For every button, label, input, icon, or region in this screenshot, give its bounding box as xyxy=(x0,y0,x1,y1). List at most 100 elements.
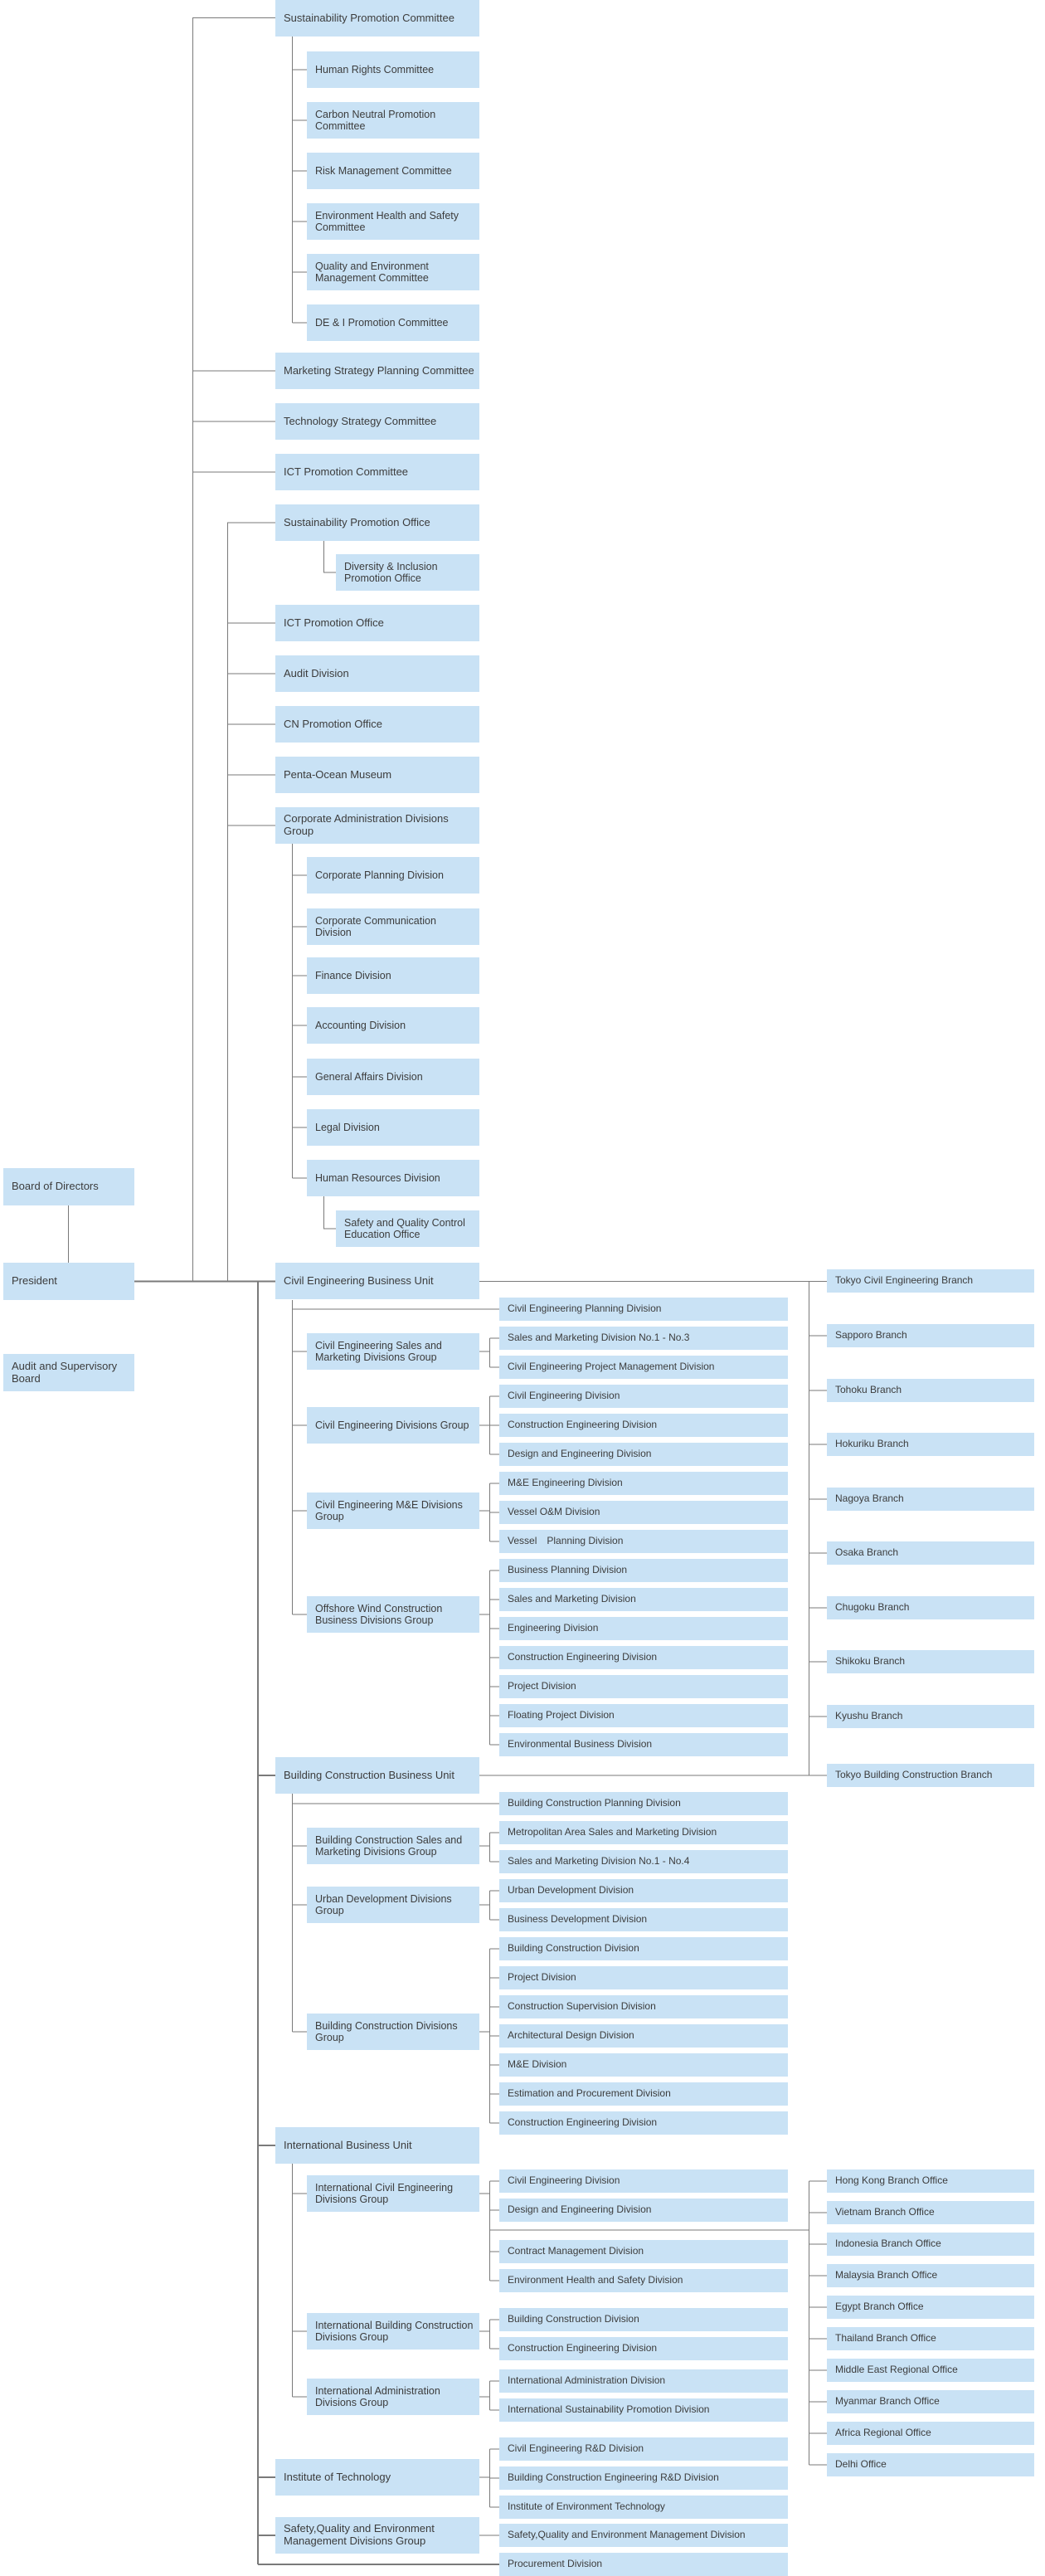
node-urban-development-division: Urban Development Division xyxy=(499,1879,788,1902)
node-contract-management-division: Contract Management Division xyxy=(499,2240,788,2263)
node-civil-engineering-division: Civil Engineering Division xyxy=(499,1385,788,1408)
node-vietnam-branch-office: Vietnam Branch Office xyxy=(827,2201,1034,2224)
node-floating-project-division: Floating Project Division xyxy=(499,1704,788,1727)
node-shikoku-branch: Shikoku Branch xyxy=(827,1650,1034,1673)
node-environment-health-and-safety-division: Environment Health and Safety Division xyxy=(499,2269,788,2292)
node-audit-and-supervisory-board: Audit and Supervisory Board xyxy=(3,1354,134,1391)
node-corporate-administration-divisions-group: Corporate Administration Divisions Group xyxy=(275,807,479,844)
node-nagoya-branch: Nagoya Branch xyxy=(827,1488,1034,1511)
node-international-administration-divisions-group: International Administration Divisions G… xyxy=(307,2379,479,2415)
node-safety-quality-and-environment-management-divisions-group: Safety,Quality and Environment Managemen… xyxy=(275,2517,479,2554)
node-procurement-division: Procurement Division xyxy=(499,2553,788,2576)
node-civil-engineering-division-intl: Civil Engineering Division xyxy=(499,2169,788,2193)
node-sales-and-marketing-division-no1-no3: Sales and Marketing Division No.1 - No.3 xyxy=(499,1327,788,1350)
node-sales-and-marketing-division-offshore: Sales and Marketing Division xyxy=(499,1588,788,1611)
node-corporate-communication-division: Corporate Communication Division xyxy=(307,908,479,945)
node-tohoku-branch: Tohoku Branch xyxy=(827,1379,1034,1402)
node-me-division: M&E Division xyxy=(499,2053,788,2077)
node-building-construction-planning-division: Building Construction Planning Division xyxy=(499,1792,788,1815)
node-design-and-engineering-division-civil: Design and Engineering Division xyxy=(499,1443,788,1466)
node-construction-supervision-division: Construction Supervision Division xyxy=(499,1995,788,2018)
node-construction-engineering-division-offshore: Construction Engineering Division xyxy=(499,1646,788,1669)
node-civil-engineering-sales-and-marketing-divisions-group: Civil Engineering Sales and Marketing Di… xyxy=(307,1333,479,1370)
node-kyushu-branch: Kyushu Branch xyxy=(827,1705,1034,1728)
node-me-engineering-division: M&E Engineering Division xyxy=(499,1472,788,1495)
node-board-of-directors: Board of Directors xyxy=(3,1168,134,1205)
node-risk-management-committee: Risk Management Committee xyxy=(307,153,479,189)
node-egypt-branch-office: Egypt Branch Office xyxy=(827,2296,1034,2319)
node-environment-health-and-safety-committee: Environment Health and Safety Committee xyxy=(307,203,479,240)
node-finance-division: Finance Division xyxy=(307,957,479,994)
node-human-resources-division: Human Resources Division xyxy=(307,1160,479,1196)
node-human-rights-committee: Human Rights Committee xyxy=(307,51,479,88)
node-legal-division: Legal Division xyxy=(307,1109,479,1146)
node-middle-east-regional-office: Middle East Regional Office xyxy=(827,2359,1034,2382)
node-ict-promotion-committee: ICT Promotion Committee xyxy=(275,454,479,490)
node-metropolitan-area-sales-and-marketing-division: Metropolitan Area Sales and Marketing Di… xyxy=(499,1821,788,1844)
node-vessel-om-division: Vessel O&M Division xyxy=(499,1501,788,1524)
node-de-i-promotion-committee: DE & I Promotion Committee xyxy=(307,304,479,341)
node-indonesia-branch-office: Indonesia Branch Office xyxy=(827,2233,1034,2256)
node-tokyo-building-construction-branch: Tokyo Building Construction Branch xyxy=(827,1764,1034,1787)
node-thailand-branch-office: Thailand Branch Office xyxy=(827,2327,1034,2350)
node-diversity-inclusion-promotion-office: Diversity & Inclusion Promotion Office xyxy=(336,554,479,591)
node-marketing-strategy-planning-committee: Marketing Strategy Planning Committee xyxy=(275,353,479,389)
node-building-construction-sales-and-marketing-divisions-group: Building Construction Sales and Marketin… xyxy=(307,1828,479,1864)
node-sustainability-promotion-office: Sustainability Promotion Office xyxy=(275,504,479,541)
node-cn-promotion-office: CN Promotion Office xyxy=(275,706,479,743)
node-building-construction-engineering-rd-division: Building Construction Engineering R&D Di… xyxy=(499,2466,788,2490)
node-technology-strategy-committee: Technology Strategy Committee xyxy=(275,403,479,440)
node-osaka-branch: Osaka Branch xyxy=(827,1541,1034,1565)
node-environmental-business-division: Environmental Business Division xyxy=(499,1733,788,1756)
node-business-development-division: Business Development Division xyxy=(499,1908,788,1931)
node-accounting-division: Accounting Division xyxy=(307,1007,479,1044)
node-civil-engineering-divisions-group: Civil Engineering Divisions Group xyxy=(307,1407,479,1444)
node-president: President xyxy=(3,1263,134,1300)
node-construction-engineering-division-building: Construction Engineering Division xyxy=(499,2111,788,2135)
node-architectural-design-division: Architectural Design Division xyxy=(499,2024,788,2048)
node-civil-engineering-planning-division: Civil Engineering Planning Division xyxy=(499,1298,788,1321)
node-civil-engineering-project-management-division: Civil Engineering Project Management Div… xyxy=(499,1356,788,1379)
node-chugoku-branch: Chugoku Branch xyxy=(827,1596,1034,1619)
node-business-planning-division: Business Planning Division xyxy=(499,1559,788,1582)
node-sales-and-marketing-division-no1-no4: Sales and Marketing Division No.1 - No.4 xyxy=(499,1850,788,1873)
node-hokuriku-branch: Hokuriku Branch xyxy=(827,1433,1034,1456)
node-design-and-engineering-division-intl: Design and Engineering Division xyxy=(499,2199,788,2222)
node-international-civil-engineering-divisions-group: International Civil Engineering Division… xyxy=(307,2175,479,2212)
node-building-construction-divisions-group: Building Construction Divisions Group xyxy=(307,2014,479,2050)
node-ict-promotion-office: ICT Promotion Office xyxy=(275,605,479,641)
node-construction-engineering-division-intl: Construction Engineering Division xyxy=(499,2337,788,2360)
node-civil-engineering-business-unit: Civil Engineering Business Unit xyxy=(275,1263,479,1299)
node-estimation-and-procurement-division: Estimation and Procurement Division xyxy=(499,2082,788,2106)
node-africa-regional-office: Africa Regional Office xyxy=(827,2422,1034,2445)
node-tokyo-civil-engineering-branch: Tokyo Civil Engineering Branch xyxy=(827,1269,1034,1293)
node-institute-of-technology: Institute of Technology xyxy=(275,2459,479,2496)
node-international-business-unit: International Business Unit xyxy=(275,2127,479,2164)
node-vessel-planning-division: Vessel Planning Division xyxy=(499,1530,788,1553)
node-myanmar-branch-office: Myanmar Branch Office xyxy=(827,2390,1034,2413)
node-construction-engineering-division-civil: Construction Engineering Division xyxy=(499,1414,788,1437)
node-project-division-building: Project Division xyxy=(499,1966,788,1989)
node-international-sustainability-promotion-division: International Sustainability Promotion D… xyxy=(499,2398,788,2422)
node-malaysia-branch-office: Malaysia Branch Office xyxy=(827,2264,1034,2287)
node-corporate-planning-division: Corporate Planning Division xyxy=(307,857,479,894)
node-penta-ocean-museum: Penta-Ocean Museum xyxy=(275,757,479,793)
node-carbon-neutral-promotion-committee: Carbon Neutral Promotion Committee xyxy=(307,102,479,139)
node-safety-quality-and-environment-management-division: Safety,Quality and Environment Managemen… xyxy=(499,2524,788,2547)
node-engineering-division-offshore: Engineering Division xyxy=(499,1617,788,1640)
node-building-construction-division-intl: Building Construction Division xyxy=(499,2308,788,2331)
node-hong-kong-branch-office: Hong Kong Branch Office xyxy=(827,2169,1034,2193)
node-international-building-construction-divisions-group: International Building Construction Divi… xyxy=(307,2313,479,2350)
node-international-administration-division: International Administration Division xyxy=(499,2369,788,2393)
node-sapporo-branch: Sapporo Branch xyxy=(827,1324,1034,1347)
node-civil-engineering-me-divisions-group: Civil Engineering M&E Divisions Group xyxy=(307,1493,479,1529)
node-general-affairs-division: General Affairs Division xyxy=(307,1059,479,1095)
node-building-construction-division: Building Construction Division xyxy=(499,1937,788,1960)
node-urban-development-divisions-group: Urban Development Divisions Group xyxy=(307,1887,479,1923)
node-audit-division: Audit Division xyxy=(275,655,479,692)
node-project-division-offshore: Project Division xyxy=(499,1675,788,1698)
node-delhi-office: Delhi Office xyxy=(827,2453,1034,2476)
node-civil-engineering-rd-division: Civil Engineering R&D Division xyxy=(499,2437,788,2461)
